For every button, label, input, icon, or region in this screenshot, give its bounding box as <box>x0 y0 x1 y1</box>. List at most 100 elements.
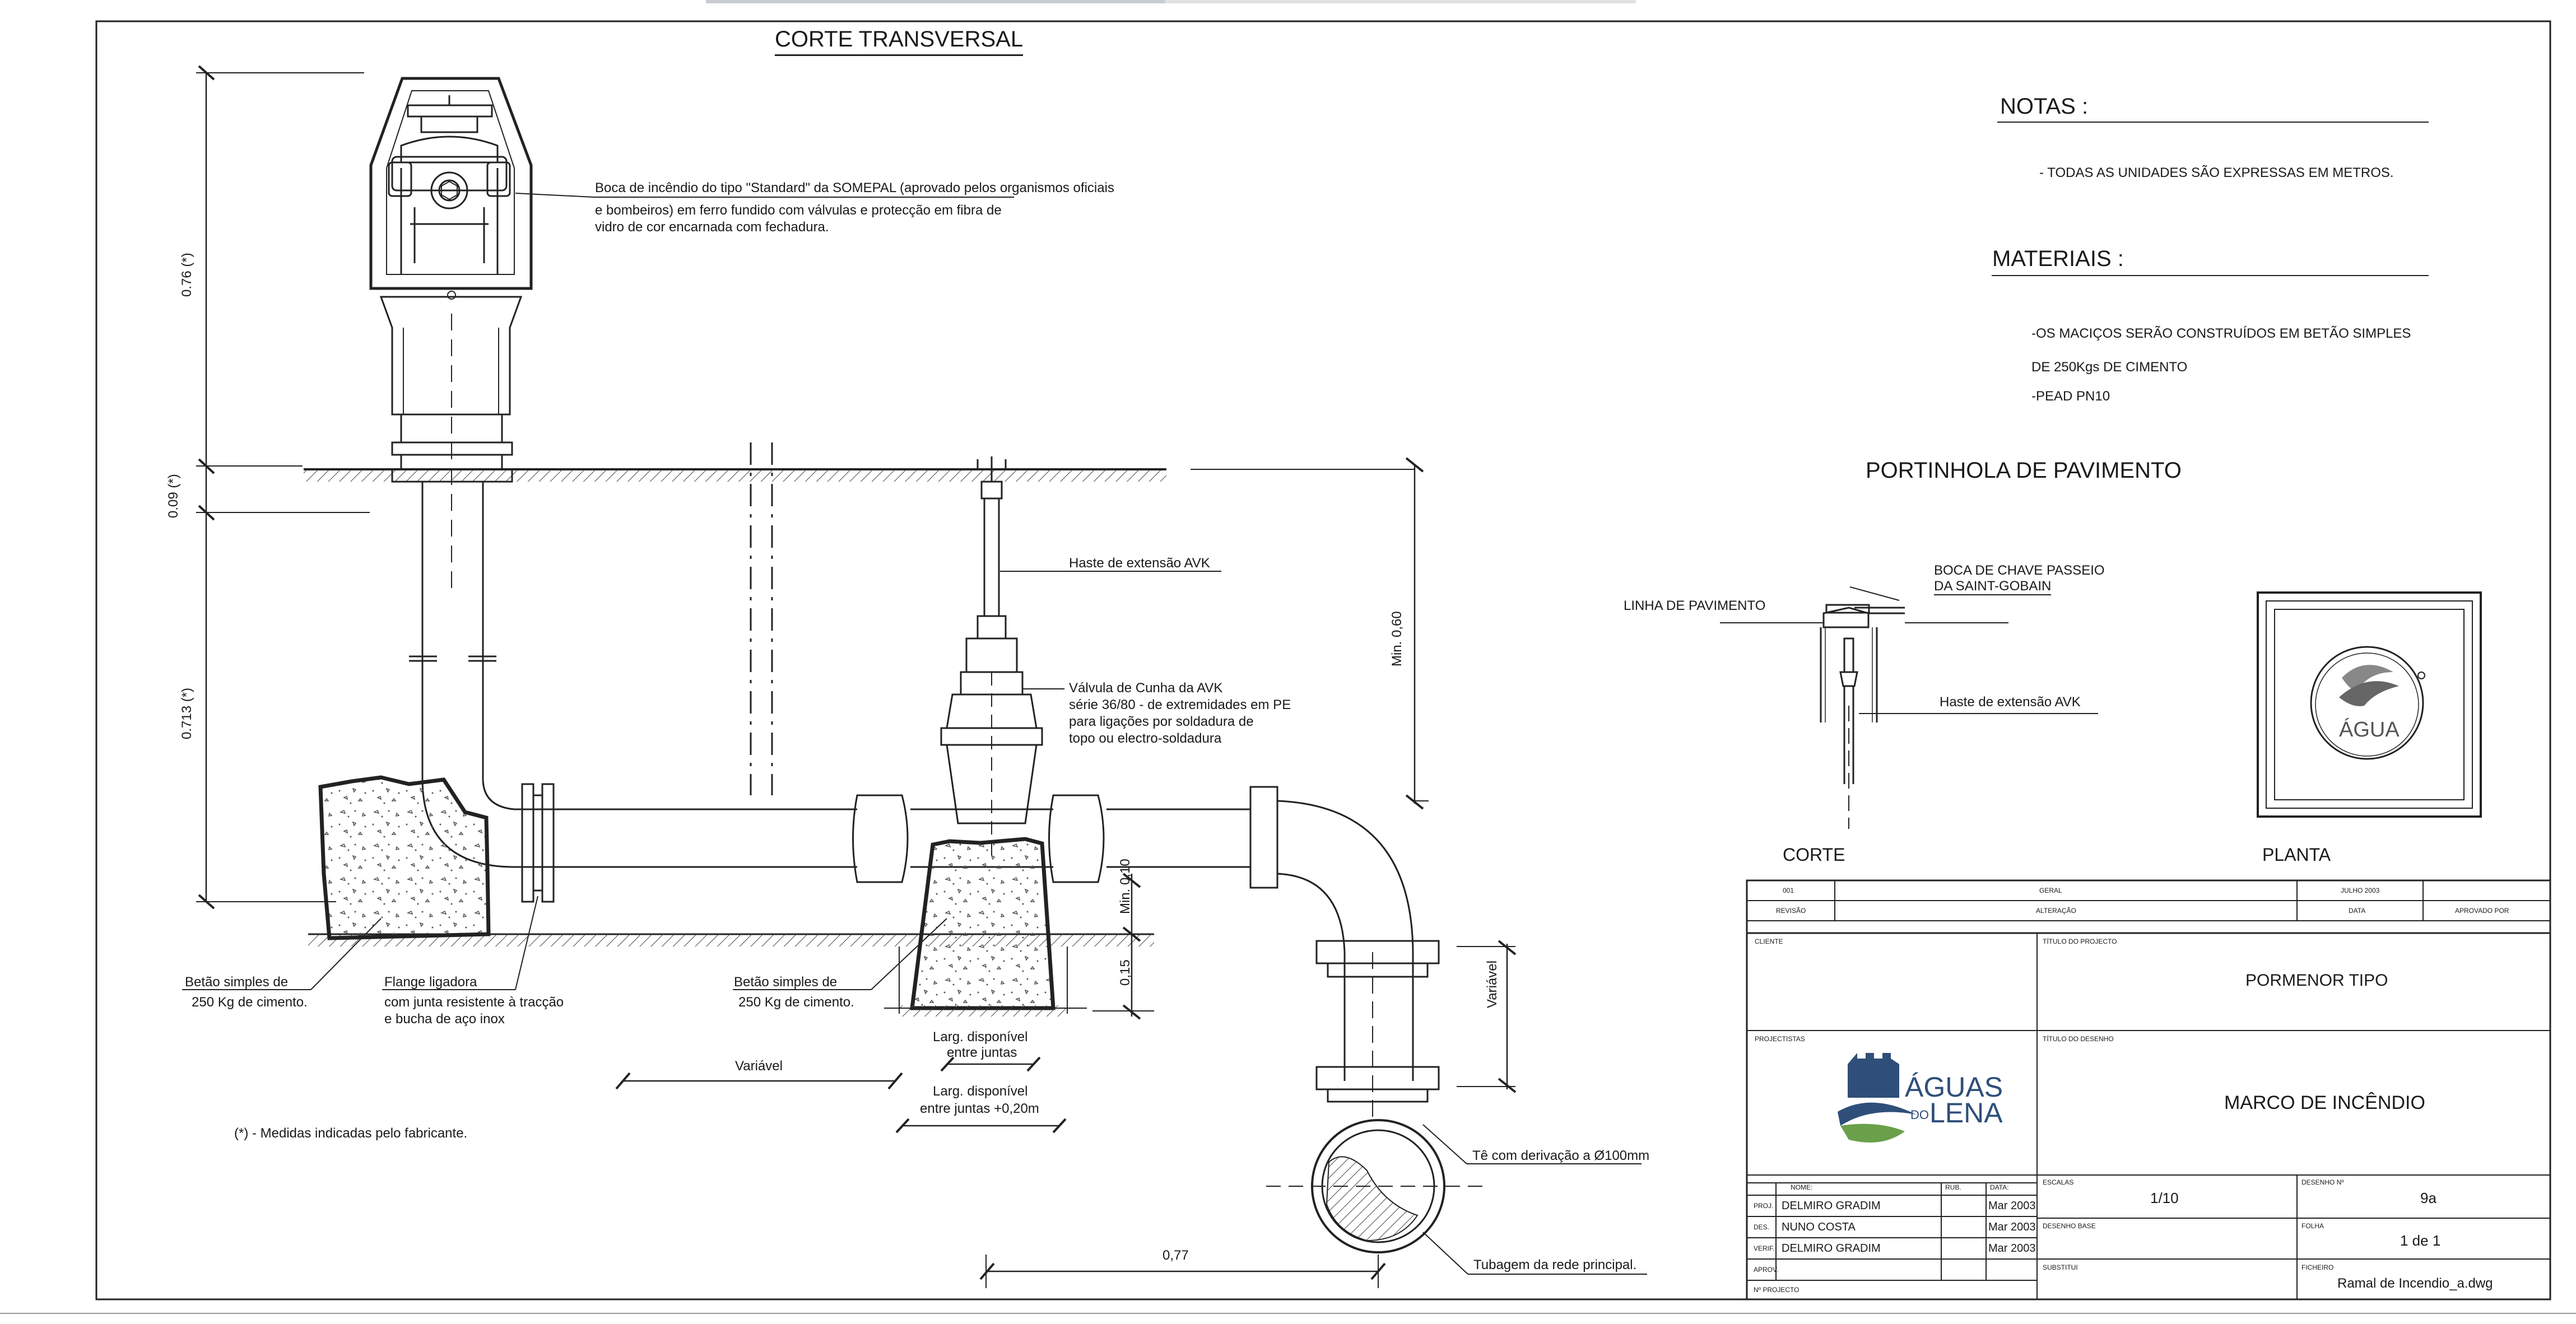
ficheiro-value: Ramal de Incendio_a.dwg <box>2337 1276 2493 1291</box>
break-line <box>750 442 773 795</box>
dim-label-015: 0,15 <box>1118 959 1133 986</box>
scan-artifact <box>706 0 1165 3</box>
annotation-haste: Haste de extensão AVK <box>1069 556 1210 571</box>
leader-lines <box>182 193 1647 1275</box>
logo-text-do: DO <box>1910 1108 1929 1122</box>
annotation-larg2-1: Larg. disponível <box>933 1084 1028 1099</box>
dim-largura <box>895 1056 1067 1134</box>
hdr-rub: RUB. <box>1945 1183 1961 1191</box>
label-projectistas: PROJECTISTAS <box>1755 1035 1805 1043</box>
aguas-do-lena-logo-mark <box>1838 1053 1916 1143</box>
hdr-aprovado: APROVADO POR <box>2455 907 2509 915</box>
cover-agua-text: ÁGUA <box>2339 718 2400 742</box>
dim-label-009: 0.09 (*) <box>166 474 181 518</box>
folha-value: 1 de 1 <box>2400 1232 2441 1249</box>
footnote: (*) - Medidas indicadas pelo fabricante. <box>234 1126 468 1141</box>
portinhola-linha: LINHA DE PAVIMENTO <box>1624 598 1766 613</box>
annotation-flange-1: Flange ligadora <box>384 975 477 990</box>
titulo-desenho: MARCO DE INCÊNDIO <box>2224 1092 2425 1113</box>
dim-label-077: 0,77 <box>1163 1248 1189 1263</box>
portinhola-section <box>1720 586 2098 829</box>
annotation-hydrant-2: e bombeiros) em ferro fundido com válvul… <box>595 203 1002 218</box>
dim-label-0713: 0.713 (*) <box>179 687 194 739</box>
dim-variavel-horizontal <box>615 1072 903 1090</box>
dim-label-min-060: Min. 0,60 <box>1389 611 1405 666</box>
staff-name: DELMIRO GRADIM <box>1782 1242 1881 1255</box>
desenho-num: 9a <box>2420 1190 2436 1206</box>
materials-line-2: DE 250Kgs DE CIMENTO <box>2031 360 2188 375</box>
annotation-hydrant-1: Boca de incêndio do tipo "Standard" da S… <box>595 180 1114 195</box>
label-desenho-num: DESENHO Nº <box>2301 1178 2344 1186</box>
label-projecto-num: Nº PROJECTO <box>1754 1286 1800 1294</box>
rev-date: JULHO 2003 <box>2341 887 2380 894</box>
label-titulo-projecto: TÍTULO DO PROJECTO <box>2043 938 2117 945</box>
concrete-block-valve <box>884 837 1087 1017</box>
notes-line-1: - TODAS AS UNIDADES SÃO EXPRESSAS EM MET… <box>2039 165 2394 180</box>
label-substitui: SUBSTITUI <box>2043 1264 2078 1271</box>
annotation-valve-3: para ligações por soldadura de <box>1069 714 1254 729</box>
titulo-projecto: PORMENOR TIPO <box>2245 971 2388 990</box>
dim-077 <box>979 1255 1386 1288</box>
materials-line-3: -PEAD PN10 <box>2031 389 2110 404</box>
portinhola-corte-label: CORTE <box>1783 845 1845 865</box>
logo-text-aguas: ÁGUAS <box>1905 1071 2003 1103</box>
label-desenho-base: DESENHO BASE <box>2043 1222 2096 1230</box>
annotation-tubagem: Tubagem da rede principal. <box>1473 1257 1637 1272</box>
annotation-valve-2: série 36/80 - de extremidades em PE <box>1069 697 1291 712</box>
staff-role: APROV. <box>1754 1266 1779 1274</box>
main-pipe-section <box>1266 1119 1490 1253</box>
title-block <box>1746 879 2551 1300</box>
annotation-larg1-1: Larg. disponível <box>933 1029 1028 1045</box>
annotation-variavel-h: Variável <box>735 1059 783 1074</box>
rev-num: 001 <box>1783 887 1794 894</box>
hdr-data: DATA <box>2349 907 2366 915</box>
left-dimension-chain <box>196 65 370 910</box>
horizontal-pipe <box>514 783 1440 1120</box>
escala-value: 1/10 <box>2150 1190 2179 1206</box>
portinhola-planta-label: PLANTA <box>2262 845 2331 865</box>
annotation-betao-mid-1: Betão simples de <box>734 975 838 990</box>
portinhola-title: PORTINHOLA DE PAVIMENTO <box>1866 458 2182 483</box>
concrete-block-left <box>318 775 491 940</box>
annotation-betao-left-2: 250 Kg de cimento. <box>192 995 308 1010</box>
annotation-variavel-v: Variável <box>1485 961 1500 1008</box>
rev-desc: GERAL <box>2039 887 2062 894</box>
dim-min-010 <box>1092 873 1154 1020</box>
dim-min-060 <box>1405 457 1429 810</box>
scan-artifact <box>1165 0 1636 3</box>
staff-name: NUNO COSTA <box>1782 1221 1856 1233</box>
staff-name: DELMIRO GRADIM <box>1782 1200 1881 1212</box>
hdr-revisao: REVISÃO <box>1776 907 1806 915</box>
annotation-valve-1: Válvula de Cunha da AVK <box>1069 680 1223 696</box>
annotation-valve-4: topo ou electro-soldadura <box>1069 731 1222 746</box>
sheet-border <box>95 20 2551 1300</box>
staff-date: Mar 2003 <box>1988 1242 2036 1255</box>
dim-variavel-vertical <box>1457 940 1517 1093</box>
dim-label-min-010: Min. 0,10 <box>1118 859 1133 914</box>
notes-title: NOTAS : <box>2000 94 2089 119</box>
hdr-data2: DATA: <box>1990 1183 2009 1191</box>
annotation-larg1-2: entre juntas <box>947 1045 1017 1060</box>
label-titulo-desenho: TÍTULO DO DESENHO <box>2043 1035 2114 1043</box>
staff-date: Mar 2003 <box>1988 1221 2036 1233</box>
hdr-nome: NOME: <box>1791 1183 1813 1191</box>
staff-role: VERIF. <box>1754 1244 1775 1252</box>
drawing-title: CORTE TRANSVERSAL <box>775 27 1024 56</box>
label-cliente: CLIENTE <box>1755 938 1783 945</box>
fire-hydrant <box>369 77 533 594</box>
dim-label-076: 0.76 (*) <box>179 253 194 297</box>
annotation-te: Tê com derivação a Ø100mm <box>1472 1148 1650 1163</box>
portinhola-boca-1: BOCA DE CHAVE PASSEIO <box>1934 563 2105 578</box>
staff-role: PROJ. <box>1754 1202 1774 1210</box>
gate-valve <box>940 456 1043 857</box>
materials-title: MATERIAIS : <box>1992 246 2124 271</box>
annotation-betao-left-1: Betão simples de <box>185 975 289 990</box>
hdr-alteracao: ALTERAÇÃO <box>2036 907 2076 915</box>
annotation-flange-2: com junta resistente à tracção <box>384 995 564 1010</box>
label-ficheiro: FICHEIRO <box>2301 1264 2334 1271</box>
annotation-larg2-2: entre juntas +0,20m <box>920 1101 1039 1116</box>
annotation-hydrant-3: vidro de cor encarnada com fechadura. <box>595 220 829 235</box>
portinhola-boca-2: DA SAINT-GOBAIN <box>1934 579 2052 595</box>
